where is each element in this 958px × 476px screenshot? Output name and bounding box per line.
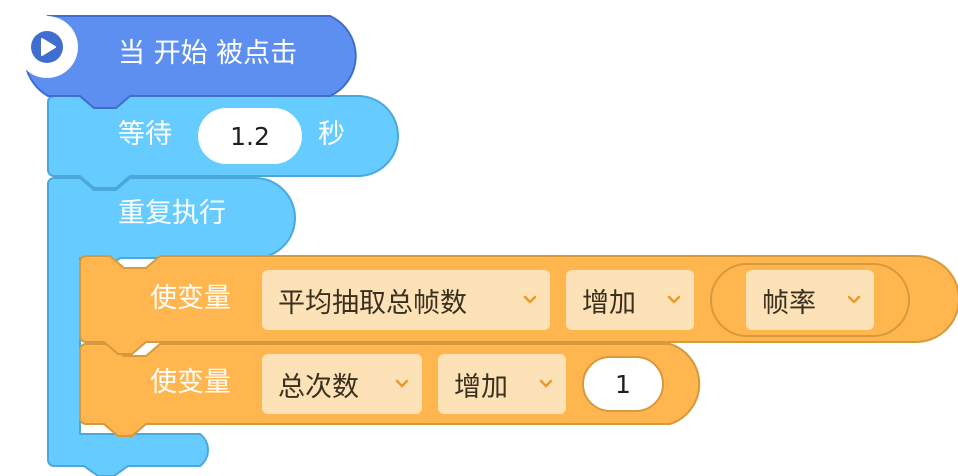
frame-rate-dropdown-value: 帧率 [762, 287, 816, 319]
play-icon [31, 31, 63, 63]
repeat-forever-label: 重复执行 [118, 198, 226, 229]
operation-dropdown-value: 增加 [454, 371, 508, 403]
wait-label: 等待 [118, 119, 172, 150]
variable-dropdown-value: 总次数 [278, 371, 359, 403]
set-variable-label: 使变量 [150, 367, 231, 398]
variable-dropdown[interactable]: 平均抽取总帧数 [262, 270, 550, 330]
increment-value-input[interactable]: 1 [582, 356, 664, 412]
chevron-down-icon [539, 379, 553, 388]
variable-dropdown[interactable]: 总次数 [262, 354, 422, 414]
chevron-down-icon [395, 379, 409, 388]
variable-dropdown-value: 平均抽取总帧数 [278, 287, 467, 319]
operation-dropdown[interactable]: 增加 [438, 354, 566, 414]
chevron-down-icon [847, 295, 861, 304]
frame-rate-dropdown[interactable]: 帧率 [746, 270, 874, 330]
frame-rate-reporter[interactable]: 帧率 [710, 263, 910, 337]
chevron-down-icon [523, 295, 537, 304]
green-flag-play-button[interactable] [16, 16, 78, 78]
operation-dropdown-value: 增加 [582, 287, 636, 319]
chevron-down-icon [667, 295, 681, 304]
hat-block-label: 当 开始 被点击 [118, 38, 298, 69]
seconds-label: 秒 [318, 119, 345, 150]
set-variable-label: 使变量 [150, 283, 231, 314]
operation-dropdown[interactable]: 增加 [566, 270, 694, 330]
wait-seconds-input[interactable]: 1.2 [198, 108, 302, 164]
